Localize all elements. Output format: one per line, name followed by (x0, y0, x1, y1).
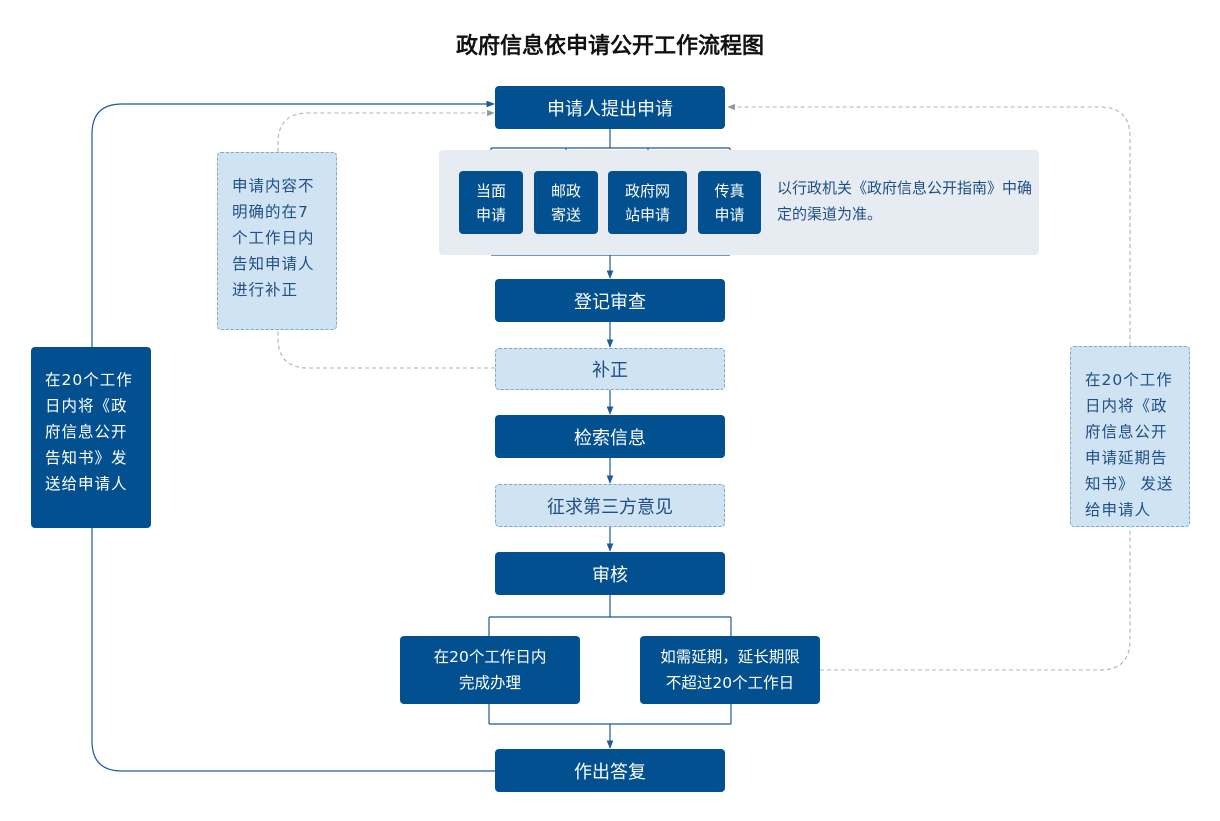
channel-postal: 邮政 寄送 (534, 171, 598, 234)
review-node: 审核 (495, 552, 725, 595)
within-20-days-line2: 完成办理 (458, 674, 521, 692)
channel-postal-line2: 寄送 (550, 205, 581, 224)
channel-website: 政府网 站申请 (608, 171, 687, 234)
loop-left-upper (91, 100, 495, 347)
reply-node: 作出答复 (495, 749, 725, 792)
loop-right-lower (820, 527, 1131, 671)
within-20-days-line1: 在20个工作日内 (433, 648, 547, 666)
extension-node: 如需延期，延长期限 不超过20个工作日 (640, 636, 820, 704)
channel-fax: 传真 申请 (698, 171, 761, 234)
apply-node: 申请人提出申请 (495, 86, 725, 129)
channel-fax-line2: 申请 (714, 205, 745, 224)
channel-fax-line1: 传真 (714, 181, 745, 200)
right-extension-note: 在20个工作日内将《政府信息公开申请延期告知书》 发送给申请人 (1070, 346, 1190, 527)
correction-node: 补正 (495, 348, 725, 390)
channel-note: 以行政机关《政府信息公开指南》中确定的渠道为准。 (777, 179, 1033, 223)
third-party-node: 征求第三方意见 (495, 484, 725, 527)
channel-in-person-line2: 申请 (475, 205, 506, 224)
channel-website-line2: 站申请 (624, 205, 670, 224)
channel-in-person-line1: 当面 (475, 181, 506, 200)
channel-website-line1: 政府网 (624, 181, 670, 200)
loop-right-upper (727, 103, 1131, 346)
correction-note: 申请内容不明确的在7个工作日内告知申请人进行补正 (217, 152, 337, 330)
channel-postal-line1: 邮政 (550, 181, 581, 200)
search-node: 检索信息 (495, 415, 725, 458)
register-node: 登记审查 (495, 279, 725, 322)
loop-left-lower (91, 528, 495, 772)
extension-line2: 不超过20个工作日 (665, 674, 795, 692)
diagram-title: 政府信息依申请公开工作流程图 (455, 34, 764, 59)
within-20-days-node: 在20个工作日内 完成办理 (400, 636, 580, 704)
loop-correction-lower (277, 330, 495, 369)
left-notice-note: 在20个工作日内将《政府信息公开告知书》发送给申请人 (31, 347, 151, 528)
loop-correction-upper (277, 109, 495, 152)
channel-in-person: 当面 申请 (459, 171, 523, 234)
extension-line1: 如需延期，延长期限 (660, 648, 800, 666)
